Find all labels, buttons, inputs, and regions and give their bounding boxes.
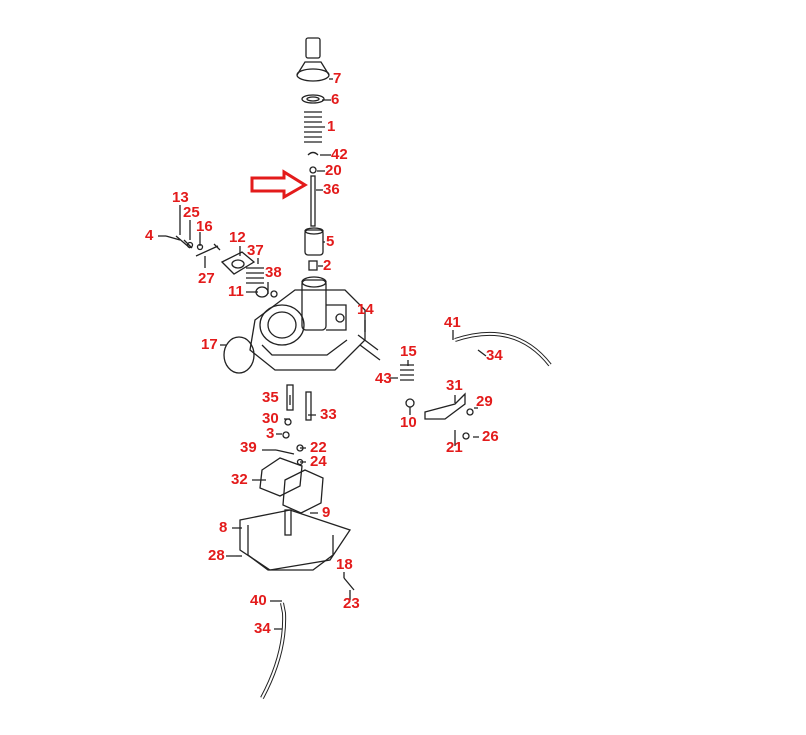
part-label-21: 21 [446,439,463,456]
part-label-27: 27 [198,270,215,287]
part-label-10: 10 [400,414,417,431]
part-label-29: 29 [476,393,493,410]
part-label-25: 25 [183,204,200,221]
part-float-bowl [239,509,352,571]
part-label-13: 13 [172,189,189,206]
part-label-36: 36 [323,181,340,198]
arrow-right-outline-icon [250,169,308,200]
part-label-18: 18 [336,556,353,573]
part-label-2: 2 [323,257,332,274]
part-label-7: 7 [333,70,342,87]
part-label-11: 11 [228,283,244,300]
part-label-41: 41 [444,314,461,331]
part-label-33: 33 [320,406,337,423]
part-label-12: 12 [229,229,246,246]
part-label-38: 38 [265,264,282,281]
part-label-6: 6 [331,91,340,108]
part-label-20: 20 [325,162,342,179]
part-label-1: 1 [327,118,336,135]
part-label-28: 28 [208,547,225,564]
part-label-37: 37 [247,242,264,259]
part-label-34b: 34 [254,620,271,637]
part-label-14: 14 [357,301,374,318]
part-label-39: 39 [240,439,257,456]
part-label-5: 5 [326,233,335,250]
part-label-31: 31 [446,377,463,394]
part-cap [296,37,330,271]
part-label-16: 16 [196,218,213,235]
part-label-34: 34 [486,347,503,364]
part-label-15: 15 [400,343,417,360]
part-label-24: 24 [310,453,327,470]
part-label-17: 17 [201,336,218,353]
part-label-40: 40 [250,592,267,609]
part-label-26: 26 [482,428,499,445]
part-label-23: 23 [343,595,360,612]
part-label-43: 43 [375,370,392,387]
part-label-30: 30 [262,410,279,427]
part-label-9: 9 [322,504,331,521]
part-label-4: 4 [145,227,154,244]
part-label-42: 42 [331,146,348,163]
part-label-22: 22 [310,439,327,456]
part-label-32: 32 [231,471,248,488]
part-label-8: 8 [219,519,228,536]
part-body [249,276,366,371]
part-label-35: 35 [262,389,279,406]
part-label-3: 3 [266,425,275,442]
